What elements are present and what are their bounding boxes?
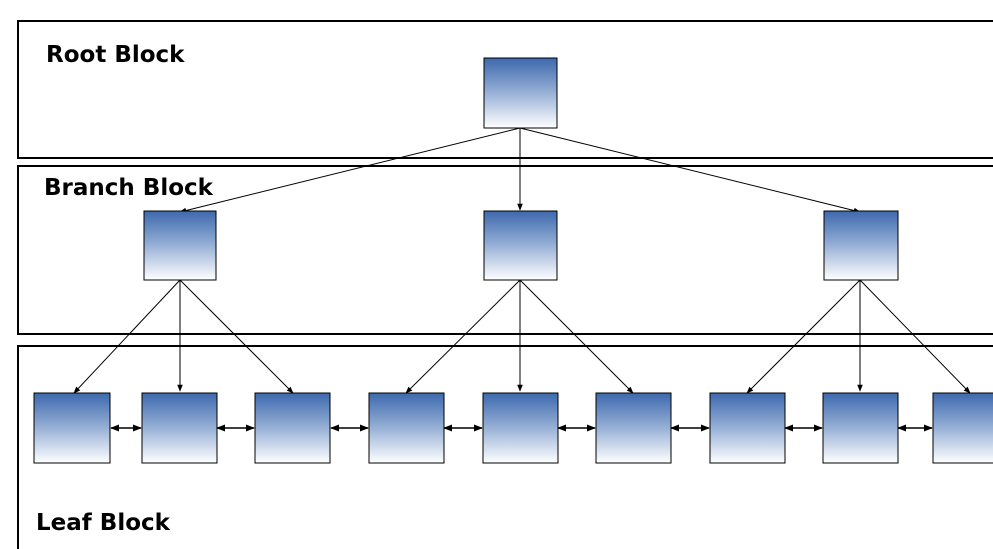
leaf-node-2 [141,392,218,464]
leaf-node-7 [709,392,786,464]
leaf-node-4 [368,392,445,464]
edge-branch-3-to-leaf-9 [859,279,971,394]
leaf-node-9 [932,392,993,464]
edge-branch-1-to-leaf-1 [73,279,181,394]
edge-branch-1-to-leaf-3 [179,279,294,394]
leaf-node-8 [822,392,899,464]
branch-node-2 [483,210,558,281]
root-edges [179,127,861,214]
leaf-node-3 [254,392,331,464]
edge-branch-2-to-leaf-4 [405,279,521,394]
edge-root-to-branch-1 [179,127,521,214]
root-node [483,57,558,129]
root-block-label: Root Block [46,42,185,68]
branch-edges [73,279,971,394]
leaf-node-1 [33,392,111,464]
leaf-block-label: Leaf Block [36,510,171,536]
branch-node-3 [823,210,899,281]
branch-block-label: Branch Block [44,175,214,201]
leaf-node-6 [595,392,672,464]
leaf-node-5 [482,392,559,464]
edge-branch-2-to-leaf-6 [519,279,634,394]
edge-branch-3-to-leaf-7 [746,279,861,394]
edge-root-to-branch-3 [519,127,861,214]
branch-node-1 [143,210,217,281]
